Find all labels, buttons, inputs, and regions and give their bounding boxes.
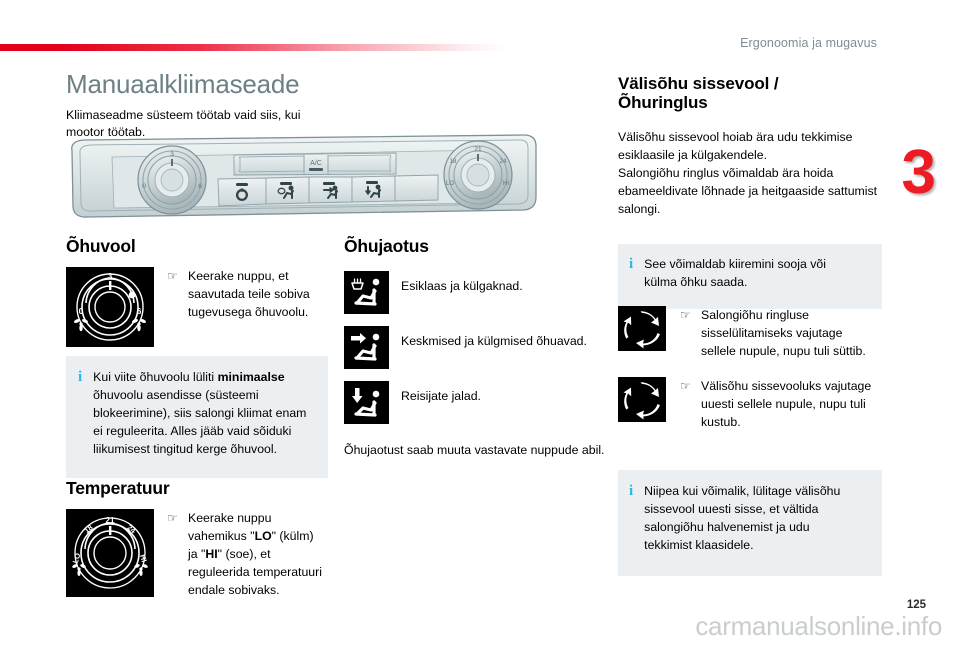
face-vents-airflow-icon [344,326,389,369]
temp-text-lo: LO [254,529,272,544]
svg-text:A/C: A/C [310,160,322,167]
note-text-bold: minimaalse [217,370,285,384]
note-text-before: Kui viite õhuvoolu lüliti [93,370,218,384]
air-distribution-heading: Õhujaotus [344,236,429,256]
airflow-info-text: Kui viite õhuvoolu lüliti minimaalse õhu… [93,368,314,458]
airflow-instruction: Keerake nuppu, et saavutada teile sobiva… [188,269,310,320]
accent-bar [0,44,505,51]
svg-text:6: 6 [198,183,202,190]
left-column: Manuaalkliimaseade Kliimaseadme süsteem … [66,69,328,142]
svg-text:0: 0 [142,183,146,190]
bullet-hand-icon: ☞ [680,308,691,322]
right-heading-line2: Õhuringlus [618,93,708,113]
page-number: 125 [906,599,926,611]
right-heading: Välisõhu sissevool / Õhuringlus [618,74,882,112]
svg-text:HI: HI [503,181,509,187]
right-heading-line1: Välisõhu sissevool / [618,74,779,93]
info-icon: i [629,256,634,272]
svg-text:LO: LO [71,552,83,565]
svg-text:21: 21 [106,516,115,525]
air-recirculation-icon [618,306,666,351]
list-item: Esiklaas ja külgaknad. [344,271,606,314]
intro-paragraph: Kliimaseadme süsteem töötab vaid siis, k… [66,107,301,140]
temp-text-p3: " (soe), et reguleerida temperatuuri end… [188,547,322,598]
temperature-section: Temperatuur 21 18 24 LO HI [66,478,328,599]
list-item: Keskmised ja külgmised õhuavad. [344,326,606,369]
recirculation-items: ☞ Salongiõhu ringluse sisselülitamiseks … [618,306,882,431]
bullet-hand-icon: ☞ [167,269,178,283]
recirculation-info-bottom-text: Niipea kui võimalik, lülitage välisõhu s… [644,484,841,553]
watermark: carmanualsonline.info [695,611,942,641]
bullet-hand-icon: ☞ [680,379,691,394]
svg-text:3: 3 [108,271,113,281]
right-body-text: Välisõhu sissevool hoiab ära udu tekkimi… [618,130,878,216]
footwell-airflow-icon [344,381,389,424]
airflow-heading: Õhuvool [66,236,136,256]
air-distribution-footer-text: Õhujaotust saab muuta vastavate nuppude … [344,443,605,457]
fresh-air-recirculation-section: Välisõhu sissevool / Õhuringlus Välisõhu… [618,74,882,219]
chapter-title: Ergonoomia ja mugavus [740,36,877,50]
airflow-info-note: i Kui viite õhuvoolu lüliti minimaalse õ… [66,356,328,479]
fan-speed-knob-icon: 3 0 6 [66,267,154,347]
page-title: Manuaalkliimaseade [66,69,300,99]
chapter-number: 3 [901,138,936,207]
air-distribution-section: Õhujaotus Esiklaas ja külgaknad. [344,236,606,460]
airflow-section: Õhuvool 3 0 6 [66,236,328,347]
note-text-after: õhuvoolu asendisse (süsteemi blokeerimin… [93,388,307,457]
svg-text:LO: LO [446,181,454,187]
temp-text-hi: HI [205,547,218,562]
climate-control-panel-illustration: A/C [66,133,540,223]
list-item: ☞ Salongiõhu ringluse sisselülitamiseks … [618,306,882,360]
svg-text:6: 6 [137,306,142,316]
windscreen-demist-airflow-icon [344,271,389,314]
recirculation-info-note-bottom: i Niipea kui võimalik, lülitage välisõhu… [618,470,882,577]
bullet-hand-icon: ☞ [167,511,178,525]
svg-text:3: 3 [170,151,174,158]
list-item-label: Esiklaas ja külgaknad. [401,279,523,293]
air-recirculation-icon [618,377,666,423]
info-icon: i [78,369,83,385]
list-item-label: Reisijate jalad. [401,389,481,403]
list-item-label: Välisõhu sissevooluks vajutage uuesti se… [701,379,872,430]
recirculation-info-note-top: i See võimaldab kiiremini sooja või külm… [618,244,882,310]
temp-text-p1: Keerake nuppu vahemikus " [188,511,272,544]
list-item: ☞ Välisõhu sissevooluks vajutage uuesti … [618,377,882,431]
temperature-heading: Temperatuur [66,478,170,498]
svg-text:24: 24 [500,159,507,165]
svg-text:HI: HI [138,553,149,563]
svg-text:18: 18 [450,159,457,165]
svg-text:0: 0 [79,306,84,316]
list-item-label: Salongiõhu ringluse sisselülitamiseks va… [701,308,866,359]
info-icon: i [629,483,634,499]
recirculation-info-top-text: See võimaldab kiiremini sooja või külma … [644,257,826,290]
list-item: Reisijate jalad. [344,381,606,424]
temp-text-p2: " (külm) ja " [188,529,314,562]
temperature-knob-icon: 21 18 24 LO HI [66,509,154,597]
svg-text:21: 21 [474,146,482,153]
list-item-label: Keskmised ja külgmised õhuavad. [401,334,587,348]
temperature-instruction: Keerake nuppu vahemikus "LO" (külm) ja "… [188,509,324,599]
